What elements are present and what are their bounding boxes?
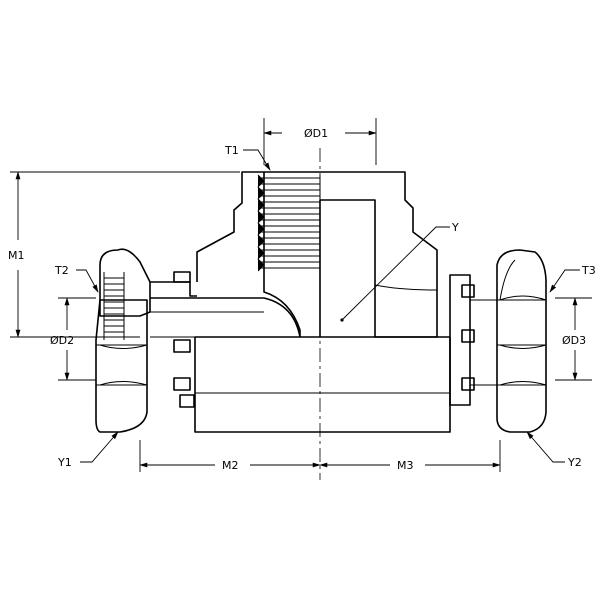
- label-m1: M1: [8, 249, 25, 262]
- label-d1: ØD1: [304, 127, 328, 140]
- leader-t1: T1: [224, 144, 271, 171]
- left-tube: [150, 271, 301, 408]
- leader-y: Y: [340, 221, 459, 322]
- label-t1: T1: [224, 144, 239, 157]
- right-collar: [449, 274, 497, 406]
- dim-m1: M1: [8, 171, 240, 338]
- label-y: Y: [451, 221, 459, 234]
- thread-t1: [257, 174, 320, 272]
- leader-t3: T3: [549, 264, 596, 293]
- dim-d2: ØD2: [50, 297, 96, 381]
- label-d3: ØD3: [562, 334, 586, 347]
- leader-y1: Y1: [57, 431, 119, 469]
- label-t3: T3: [581, 264, 596, 277]
- leader-y2: Y2: [526, 431, 582, 469]
- tee-body: [194, 336, 451, 433]
- right-swivel-nut: [496, 249, 547, 433]
- label-d2: ØD2: [50, 334, 74, 347]
- label-y2: Y2: [567, 456, 582, 469]
- dim-m2-m3: M2 M3: [139, 440, 501, 472]
- leader-t2: T2: [54, 264, 99, 293]
- label-m2: M2: [222, 459, 239, 472]
- label-m3: M3: [397, 459, 414, 472]
- label-t2: T2: [54, 264, 69, 277]
- dim-d1: ØD1: [263, 118, 377, 165]
- left-swivel-nut: [95, 248, 151, 433]
- dim-d3: ØD3: [555, 297, 592, 381]
- label-y1: Y1: [57, 456, 72, 469]
